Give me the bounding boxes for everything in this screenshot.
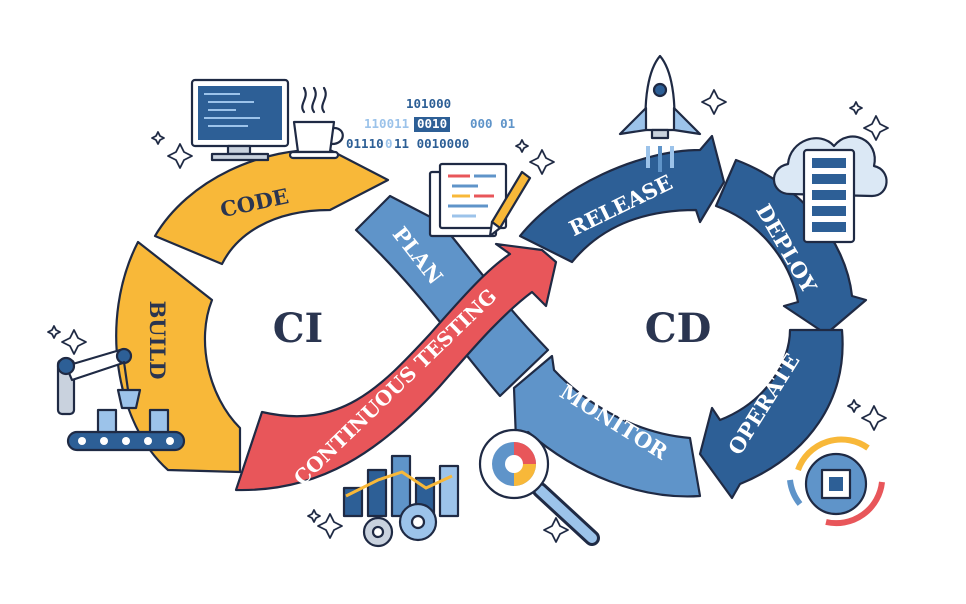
build-segment bbox=[115, 240, 242, 474]
desktop-computer-icon bbox=[190, 78, 290, 162]
monitor-segment bbox=[512, 354, 702, 498]
cpu-gear-cycle-icon bbox=[787, 436, 885, 527]
operate-segment bbox=[698, 328, 844, 500]
coffee-cup-icon bbox=[288, 86, 344, 160]
binary-line-2b: 0010 bbox=[417, 116, 447, 131]
binary-line-1: 101000 bbox=[406, 96, 451, 111]
code-document-icon bbox=[428, 162, 508, 238]
binary-line-3a: 01110 bbox=[346, 136, 384, 151]
pencil-icon bbox=[488, 170, 532, 238]
bar-chart-gears-icon bbox=[342, 454, 460, 548]
cd-label: CD bbox=[645, 305, 712, 352]
continuous-testing-segment bbox=[234, 242, 558, 492]
binary-line-2a: 110011 bbox=[364, 116, 409, 131]
ci-label: CI bbox=[273, 305, 324, 352]
sparkle-icon bbox=[47, 89, 889, 543]
binary-line-3c: 11 0010000 bbox=[394, 136, 469, 151]
binary-line-3b: 0 bbox=[385, 136, 393, 151]
robot-arm-conveyor-icon bbox=[56, 347, 186, 452]
plan-segment bbox=[354, 194, 550, 398]
rocket-icon bbox=[618, 54, 702, 172]
binary-line-2c: 000 01 bbox=[470, 116, 515, 131]
binary-code: 101000 110011 0010 000 01 01110 0 11 001… bbox=[346, 96, 515, 151]
build-label: BUILD bbox=[145, 301, 170, 380]
server-cloud-icon bbox=[772, 135, 888, 244]
magnifier-pie-chart-icon bbox=[478, 428, 600, 546]
